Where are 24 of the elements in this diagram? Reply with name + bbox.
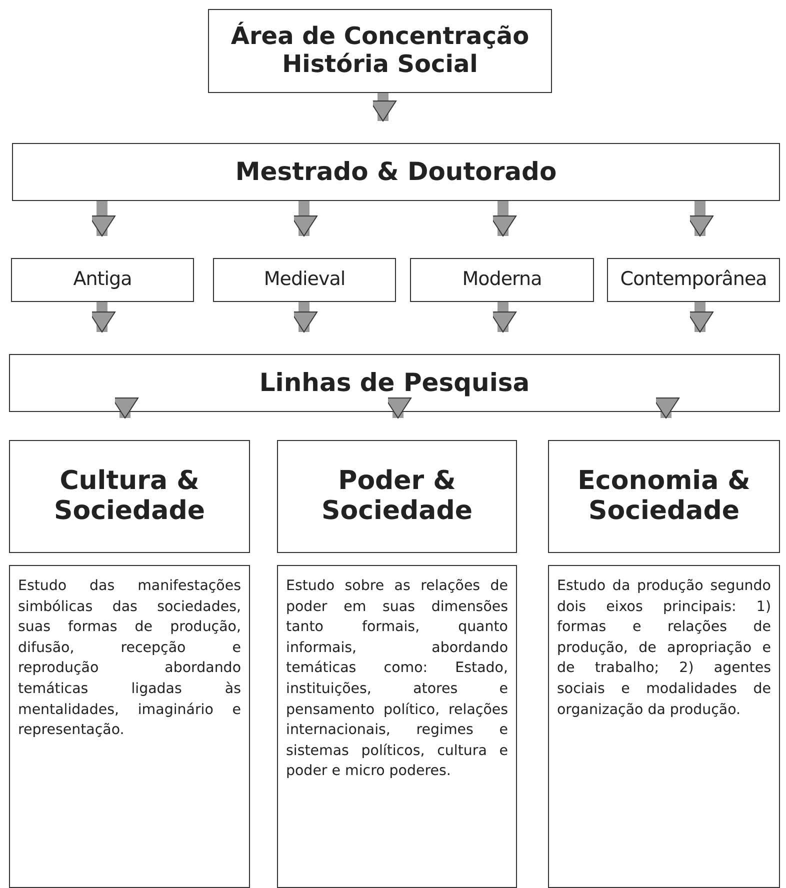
description-box <box>548 565 780 888</box>
description-text: Estudo das manifestações simbólicas das sociedades, suas formas de produção, difusão, recepção e reprodução abordando temáticas ligadas às mentalidades, imaginário e representação. <box>18 577 241 740</box>
period-box <box>410 258 594 302</box>
heading-text: Linhas de Pesquisa <box>258 368 531 398</box>
title-box <box>208 9 552 93</box>
period-box <box>213 258 396 302</box>
heading-band <box>9 354 780 412</box>
description-text: Estudo da produção segundo dois eixos principais: 1) formas e relações de produção, de apropriação e de trabalho; 2) agentes sociais e modalidades de organização da produção. <box>557 577 771 720</box>
period-label: Antiga <box>72 269 133 291</box>
title-text: História Social <box>281 51 479 79</box>
heading-band <box>12 143 780 201</box>
heading-text: Mestrado & Doutorado <box>234 158 558 186</box>
title-text: Área de Concentração <box>230 23 530 51</box>
research-line-title: Cultura & Sociedade <box>53 466 206 526</box>
period-box <box>11 258 194 302</box>
period-label: Medieval <box>262 269 346 291</box>
research-line-title: Poder & Sociedade <box>320 466 474 526</box>
period-box <box>607 258 780 302</box>
description-box <box>9 565 250 888</box>
period-label: Moderna <box>461 269 543 291</box>
research-line-title: Economia & Sociedade <box>576 466 752 526</box>
period-label: Contemporânea <box>619 269 768 291</box>
description-text: Estudo sobre as relações de poder em suas dimensões tanto formais, quanto informais, abordando temáticas como: Estado, instituições, atores e pensamento político, relações internacionais, regimes e sistemas políticos, cultura e poder e micro poderes. <box>286 577 508 782</box>
description-box <box>277 565 517 888</box>
